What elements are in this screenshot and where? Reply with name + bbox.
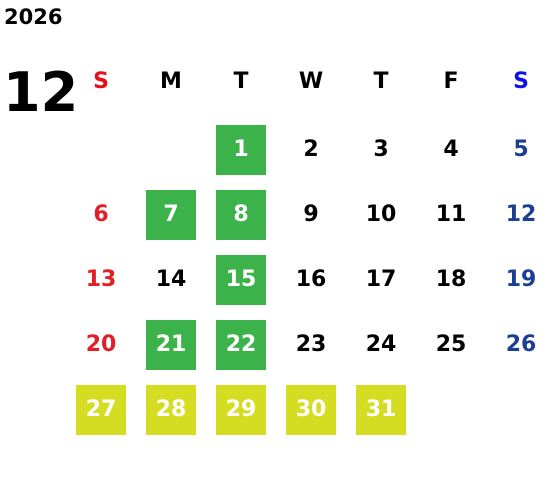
- day-cell-1[interactable]: 1: [216, 125, 266, 175]
- day-cell-24[interactable]: 24: [365, 332, 397, 357]
- day-cell-27[interactable]: 27: [76, 385, 126, 435]
- day-cell-17[interactable]: 17: [365, 267, 397, 292]
- day-cell-9[interactable]: 9: [303, 202, 319, 227]
- day-cell-31[interactable]: 31: [356, 385, 406, 435]
- day-cell-15[interactable]: 15: [216, 255, 266, 305]
- day-cell-14[interactable]: 14: [155, 267, 187, 292]
- day-cell-23[interactable]: 23: [295, 332, 327, 357]
- day-cell-8[interactable]: 8: [216, 190, 266, 240]
- weekday-header-thu: T: [373, 69, 389, 94]
- weekday-header-sat: S: [513, 69, 529, 94]
- day-cell-12[interactable]: 12: [505, 202, 537, 227]
- month-number: 12: [3, 61, 79, 124]
- day-cell-21[interactable]: 21: [146, 320, 196, 370]
- day-cell-5[interactable]: 5: [513, 137, 529, 162]
- day-cell-18[interactable]: 18: [435, 267, 467, 292]
- day-cell-26[interactable]: 26: [505, 332, 537, 357]
- weekday-header-tue: T: [233, 69, 249, 94]
- weekday-header-sun: S: [93, 69, 109, 94]
- day-cell-11[interactable]: 11: [435, 202, 467, 227]
- day-cell-7[interactable]: 7: [146, 190, 196, 240]
- weekday-header-mon: M: [160, 69, 182, 94]
- day-cell-3[interactable]: 3: [373, 137, 389, 162]
- day-cell-30[interactable]: 30: [286, 385, 336, 435]
- weekday-header-wed: W: [298, 69, 324, 94]
- day-cell-6[interactable]: 6: [93, 202, 109, 227]
- day-cell-29[interactable]: 29: [216, 385, 266, 435]
- day-cell-22[interactable]: 22: [216, 320, 266, 370]
- day-cell-13[interactable]: 13: [85, 267, 117, 292]
- weekday-header-fri: F: [443, 69, 459, 94]
- day-cell-19[interactable]: 19: [505, 267, 537, 292]
- year-label: 2026: [4, 5, 63, 29]
- day-cell-20[interactable]: 20: [85, 332, 117, 357]
- day-cell-10[interactable]: 10: [365, 202, 397, 227]
- day-cell-2[interactable]: 2: [303, 137, 319, 162]
- day-cell-25[interactable]: 25: [435, 332, 467, 357]
- day-cell-28[interactable]: 28: [146, 385, 196, 435]
- day-cell-4[interactable]: 4: [443, 137, 459, 162]
- day-cell-16[interactable]: 16: [295, 267, 327, 292]
